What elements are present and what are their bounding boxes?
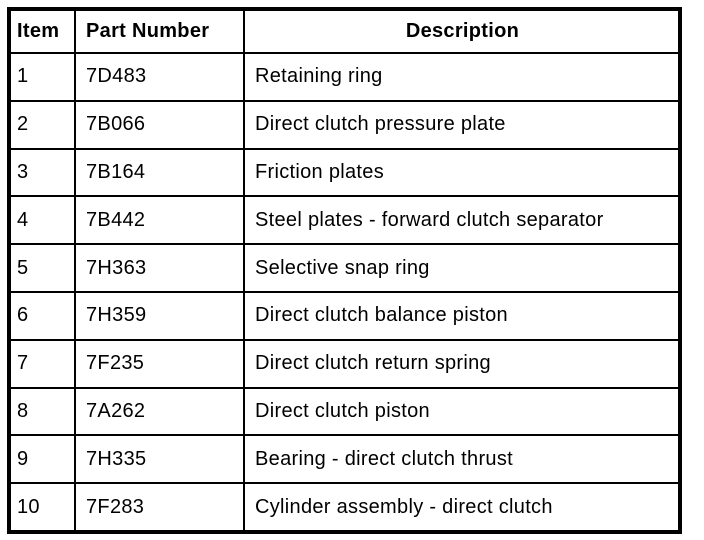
table-row: 4 7B442 Steel plates - forward clutch se… — [8, 195, 681, 246]
cell-item: 7 — [8, 338, 76, 389]
cell-part-number: 7D483 — [74, 52, 245, 102]
cell-description: Selective snap ring — [243, 243, 681, 293]
cell-item: 10 — [8, 482, 76, 533]
cell-item: 9 — [8, 434, 76, 485]
cell-part-number: 7H335 — [74, 434, 245, 485]
cell-item: 2 — [8, 99, 76, 150]
cell-item: 5 — [8, 243, 76, 293]
cell-description: Bearing - direct clutch thrust — [243, 434, 681, 485]
cell-part-number: 7H363 — [74, 243, 245, 293]
header-item: Item — [8, 8, 76, 54]
header-part-number: Part Number — [74, 8, 245, 54]
parts-table: Item Part Number Description 1 7D483 Ret… — [7, 7, 682, 534]
cell-part-number: 7B066 — [74, 99, 245, 150]
table-row: 2 7B066 Direct clutch pressure plate — [8, 99, 681, 150]
cell-item: 6 — [8, 290, 76, 341]
cell-description: Steel plates - forward clutch separator — [243, 195, 681, 246]
cell-description: Direct clutch return spring — [243, 338, 681, 389]
cell-description: Direct clutch pressure plate — [243, 99, 681, 150]
cell-item: 4 — [8, 195, 76, 246]
header-row: Item Part Number Description — [8, 8, 681, 54]
table-row: 6 7H359 Direct clutch balance piston — [8, 290, 681, 341]
cell-part-number: 7B164 — [74, 147, 245, 198]
cell-description: Cylinder assembly - direct clutch — [243, 482, 681, 533]
cell-part-number: 7A262 — [74, 386, 245, 437]
cell-part-number: 7F235 — [74, 338, 245, 389]
table-row: 1 7D483 Retaining ring — [8, 52, 681, 102]
table-row: 7 7F235 Direct clutch return spring — [8, 338, 681, 389]
cell-item: 3 — [8, 147, 76, 198]
table-row: 9 7H335 Bearing - direct clutch thrust — [8, 434, 681, 485]
cell-description: Friction plates — [243, 147, 681, 198]
table-row: 5 7H363 Selective snap ring — [8, 243, 681, 293]
cell-description: Direct clutch piston — [243, 386, 681, 437]
table-row: 10 7F283 Cylinder assembly - direct clut… — [8, 482, 681, 533]
cell-part-number: 7B442 — [74, 195, 245, 246]
table-row: 3 7B164 Friction plates — [8, 147, 681, 198]
cell-description: Retaining ring — [243, 52, 681, 102]
cell-description: Direct clutch balance piston — [243, 290, 681, 341]
header-description: Description — [243, 8, 681, 54]
cell-item: 8 — [8, 386, 76, 437]
cell-part-number: 7F283 — [74, 482, 245, 533]
table-row: 8 7A262 Direct clutch piston — [8, 386, 681, 437]
cell-item: 1 — [8, 52, 76, 102]
cell-part-number: 7H359 — [74, 290, 245, 341]
